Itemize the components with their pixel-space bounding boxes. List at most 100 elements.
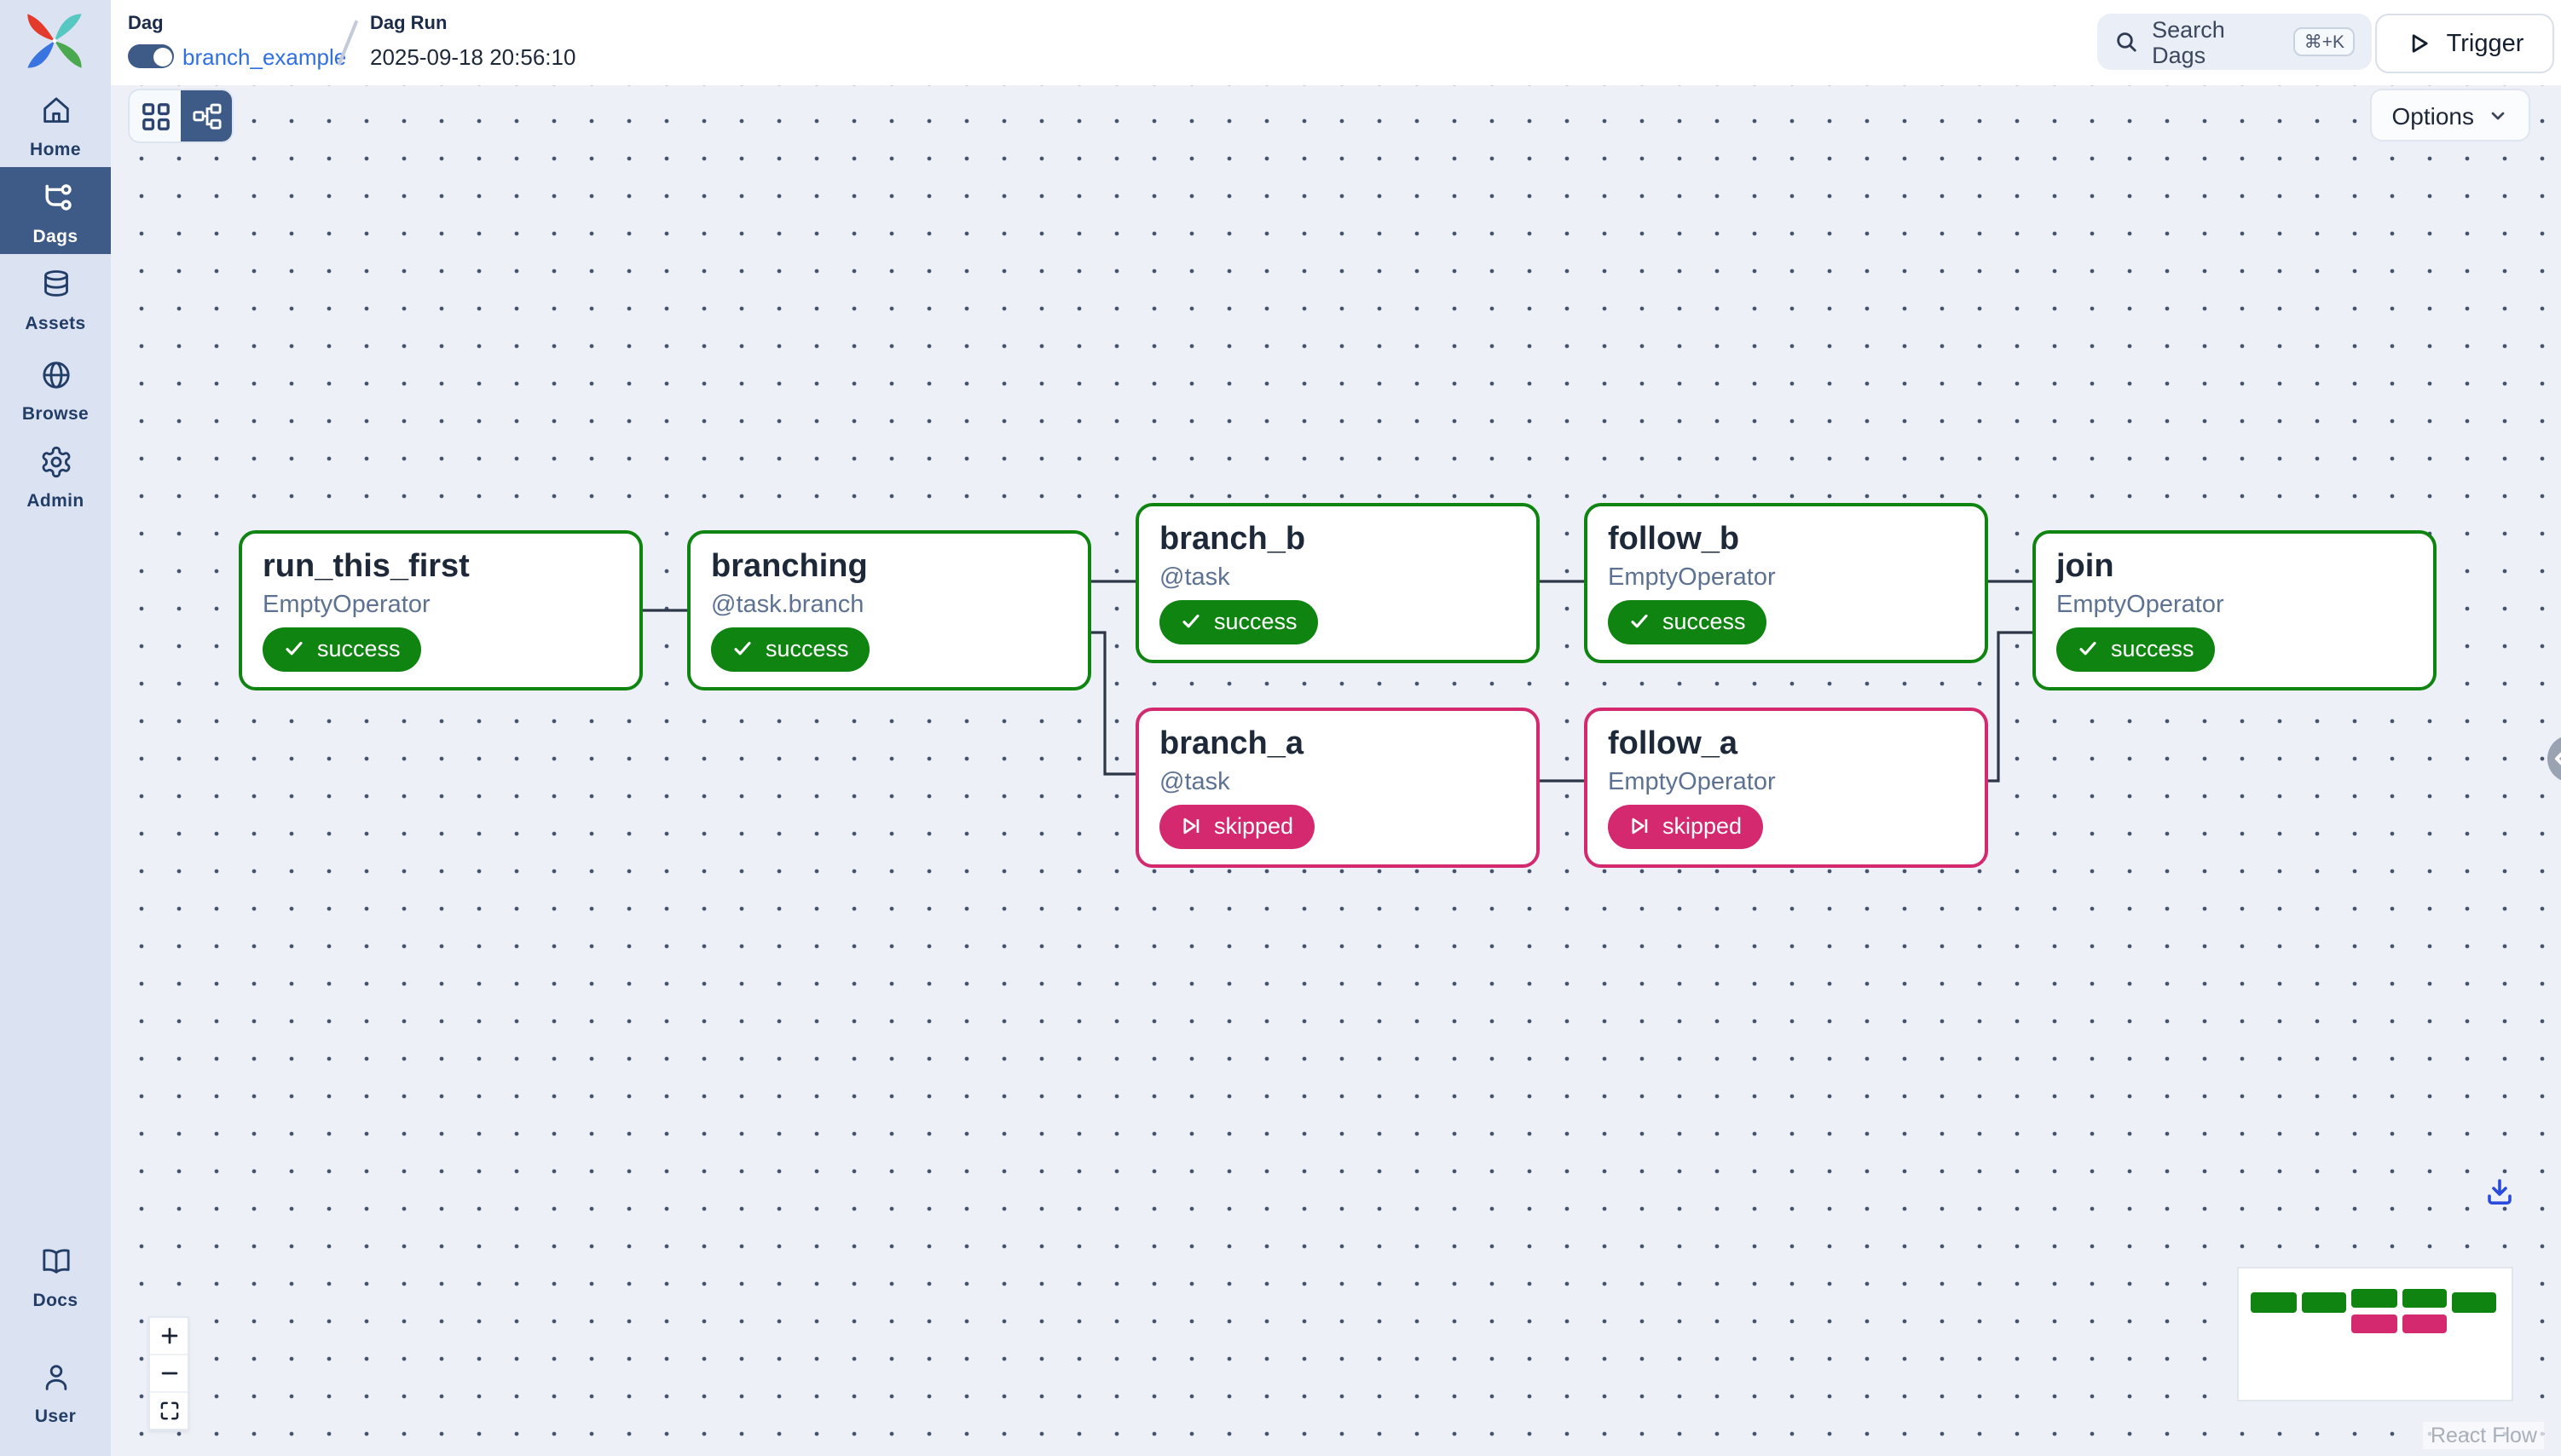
grid-icon bbox=[142, 102, 169, 130]
check-icon bbox=[734, 642, 751, 656]
fit-view-button[interactable] bbox=[150, 1393, 188, 1429]
task-state-label: skipped bbox=[1214, 813, 1294, 840]
check-icon bbox=[1631, 615, 1648, 628]
task-state-label: success bbox=[2111, 636, 2194, 662]
check-icon bbox=[2079, 642, 2096, 656]
chevron-left-icon bbox=[2555, 752, 2561, 766]
search-icon bbox=[2117, 32, 2136, 52]
edge-follow_a-join bbox=[1988, 631, 2032, 783]
user-icon bbox=[44, 1365, 66, 1390]
task-title: branch_a bbox=[1159, 726, 1304, 762]
minimap[interactable] bbox=[2239, 1268, 2512, 1400]
trigger-label: Trigger bbox=[2446, 30, 2524, 57]
breadcrumb-dag-link[interactable]: branch_example bbox=[182, 44, 347, 70]
sidebar-item-dags[interactable]: Dags bbox=[0, 167, 111, 254]
node-branch_b[interactable]: branch_b @task success bbox=[1136, 503, 1540, 663]
dag-edges bbox=[643, 580, 2032, 783]
sidebar-item-home[interactable]: Home bbox=[0, 80, 111, 167]
task-operator: @task bbox=[1159, 768, 1230, 796]
download-icon bbox=[2488, 1179, 2512, 1205]
minimap-node-branch_b bbox=[2351, 1289, 2397, 1308]
node-follow_a[interactable]: follow_a EmptyOperator skipped bbox=[1584, 708, 1988, 868]
sidebar-item-browse[interactable]: Browse bbox=[0, 344, 111, 431]
edge-branching-branch_a bbox=[1091, 631, 1136, 776]
minimap-node-branch_a bbox=[2351, 1314, 2397, 1333]
node-join[interactable]: join EmptyOperator success bbox=[2032, 530, 2437, 690]
zoom-in-button[interactable] bbox=[150, 1318, 188, 1355]
node-run_this_first[interactable]: run_this_first EmptyOperator success bbox=[239, 530, 643, 690]
panel-expand-handle[interactable] bbox=[2547, 735, 2561, 783]
task-operator: EmptyOperator bbox=[2056, 591, 2224, 619]
gear-icon bbox=[41, 446, 70, 478]
minimap-node-run_this_first bbox=[2251, 1292, 2297, 1313]
zoom-controls bbox=[148, 1316, 189, 1430]
check-icon bbox=[1182, 615, 1200, 628]
minimap-node-join bbox=[2452, 1292, 2496, 1313]
task-title: follow_b bbox=[1608, 522, 1740, 558]
sidebar-item-label: Browse bbox=[21, 404, 90, 425]
task-title: join bbox=[2056, 549, 2114, 585]
task-operator: @task.branch bbox=[711, 591, 864, 619]
minus-icon bbox=[160, 1372, 177, 1375]
task-state-label: skipped bbox=[1662, 813, 1743, 840]
search-dags-button[interactable]: Search Dags ⌘+K bbox=[2097, 14, 2372, 70]
sidebar-item-label: Home bbox=[30, 140, 81, 160]
view-toggle bbox=[128, 89, 234, 143]
task-state-badge: skipped bbox=[1608, 804, 1763, 849]
minimap-node-branching bbox=[2302, 1292, 2346, 1313]
breadcrumb-dag-label: Dag bbox=[128, 14, 164, 34]
skip-forward-icon bbox=[1632, 818, 1648, 835]
dag-graph-canvas[interactable]: run_this_first EmptyOperator success bra… bbox=[111, 85, 2561, 1456]
options-button[interactable]: Options bbox=[2369, 89, 2530, 142]
task-state-label: success bbox=[317, 636, 401, 662]
minimap-node-follow_a bbox=[2402, 1314, 2447, 1333]
dag-pause-toggle[interactable] bbox=[128, 44, 174, 68]
breadcrumb-dagrun-value: 2025-09-18 20:56:10 bbox=[370, 44, 576, 70]
chevron-down-icon bbox=[2491, 111, 2505, 119]
task-state-badge: success bbox=[2056, 627, 2215, 672]
task-state-badge: skipped bbox=[1159, 804, 1315, 849]
sidebar-item-label: Assets bbox=[25, 314, 86, 334]
task-title: run_this_first bbox=[263, 549, 470, 585]
grid-view-button[interactable] bbox=[130, 90, 181, 142]
sidebar-item-user[interactable]: User bbox=[0, 1347, 111, 1434]
graph-view-button[interactable] bbox=[181, 90, 232, 142]
sidebar-item-label: User bbox=[34, 1407, 77, 1427]
download-image-button[interactable] bbox=[2484, 1176, 2515, 1207]
check-icon bbox=[286, 642, 303, 656]
task-state-label: success bbox=[1214, 609, 1298, 635]
plus-icon bbox=[160, 1327, 177, 1344]
task-state-label: success bbox=[766, 636, 849, 662]
dag-icon bbox=[44, 184, 71, 211]
zoom-out-button[interactable] bbox=[150, 1355, 188, 1393]
task-operator: EmptyOperator bbox=[1608, 768, 1776, 796]
fit-view-icon bbox=[159, 1401, 178, 1420]
node-branch_a[interactable]: branch_a @task skipped bbox=[1136, 708, 1540, 868]
task-operator: @task bbox=[1159, 563, 1230, 592]
reactflow-attribution: React Flow bbox=[2423, 1422, 2544, 1449]
sidebar-item-label: Dags bbox=[32, 227, 78, 247]
sidebar-item-label: Admin bbox=[26, 491, 84, 511]
sidebar-item-admin[interactable]: Admin bbox=[0, 431, 111, 518]
sidebar-item-assets[interactable]: Assets bbox=[0, 254, 111, 341]
node-follow_b[interactable]: follow_b EmptyOperator success bbox=[1584, 503, 1988, 663]
graph-icon bbox=[192, 102, 221, 129]
task-operator: EmptyOperator bbox=[263, 591, 431, 619]
search-label: Search Dags bbox=[2152, 16, 2225, 67]
task-state-badge: success bbox=[1159, 599, 1318, 644]
globe-icon bbox=[42, 361, 69, 389]
task-title: branching bbox=[711, 549, 868, 585]
options-label: Options bbox=[2391, 101, 2475, 129]
breadcrumb-dagrun-label: Dag Run bbox=[370, 14, 448, 34]
play-icon bbox=[2412, 34, 2428, 53]
node-branching[interactable]: branching @task.branch success bbox=[687, 530, 1091, 690]
airflow-logo-icon[interactable] bbox=[22, 9, 87, 73]
task-title: follow_a bbox=[1608, 726, 1738, 762]
task-state-badge: success bbox=[1608, 599, 1766, 644]
sidebar-item-label: Docs bbox=[32, 1291, 78, 1311]
skip-forward-icon bbox=[1183, 818, 1200, 835]
sidebar-item-docs[interactable]: Docs bbox=[0, 1231, 111, 1318]
task-title: branch_b bbox=[1159, 522, 1306, 558]
trigger-button[interactable]: Trigger bbox=[2375, 14, 2554, 73]
